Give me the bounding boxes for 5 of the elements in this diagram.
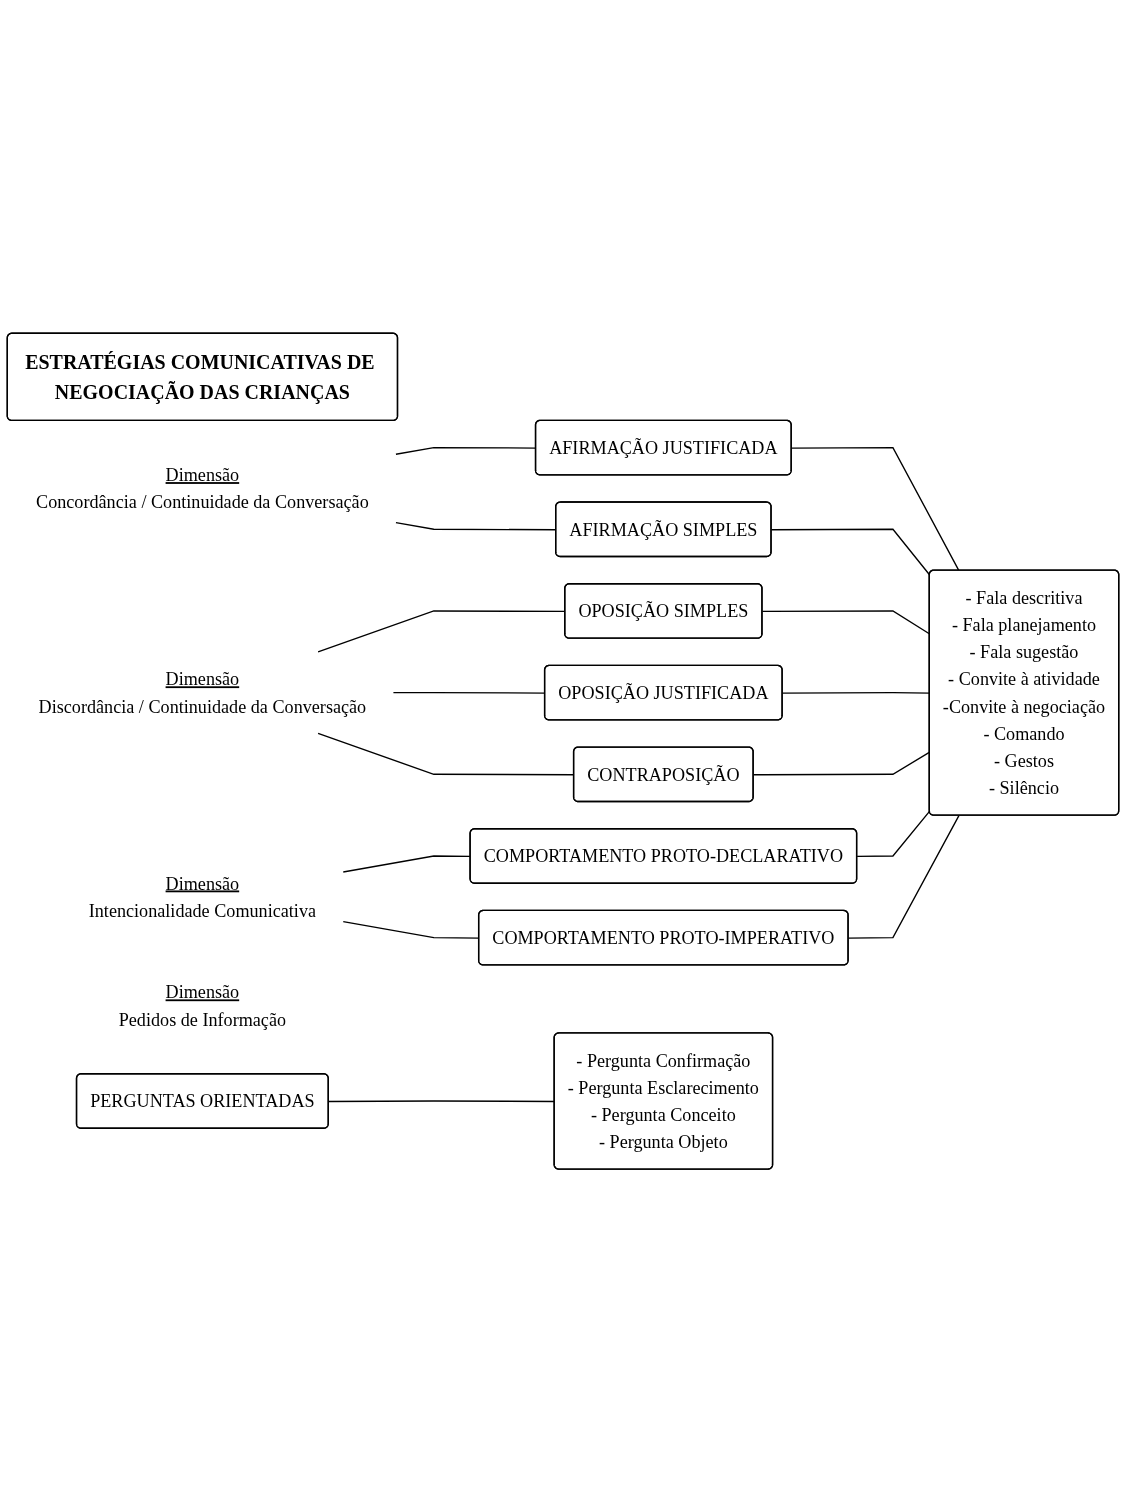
node-text: Dimensão Concordância / Continuidade da Conversação	[36, 464, 369, 512]
connector	[856, 810, 931, 857]
node-text: Dimensão Pedidos de Informação	[118, 981, 287, 1030]
node-text: Dimensão Discordância / Continuidade da Conversação	[38, 668, 367, 717]
node-text: Dimensão Intencionalidade Comunicativa	[88, 873, 317, 921]
